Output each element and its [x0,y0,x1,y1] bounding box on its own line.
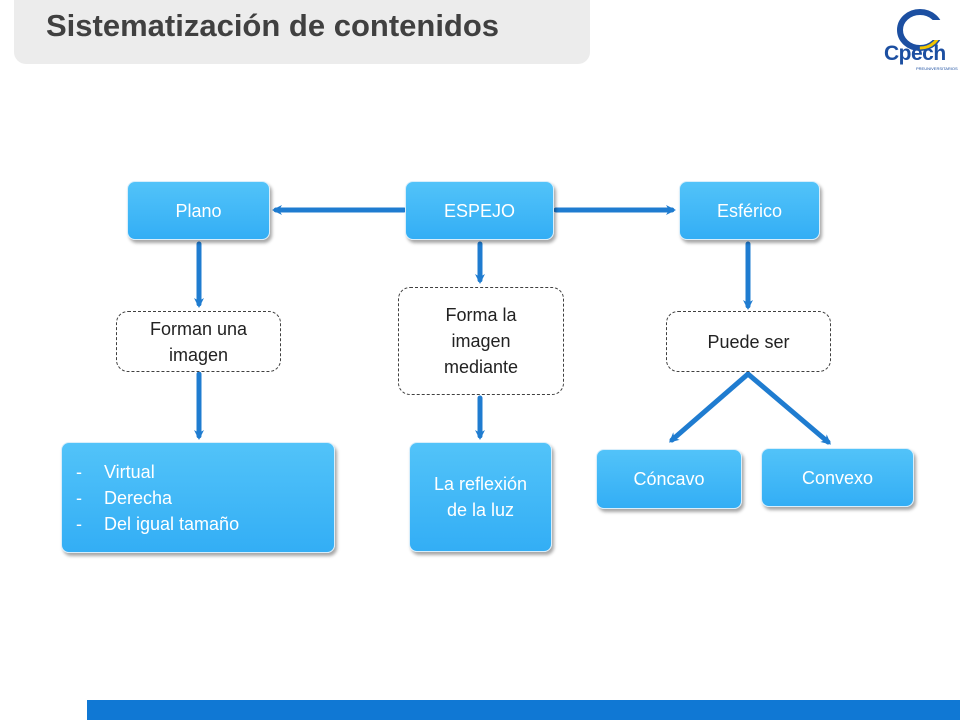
bottom-bar [87,700,960,720]
node-concavo: Cóncavo [596,449,742,509]
connector-forman-imagen: Forman una imagen [116,311,281,372]
connector-puede-ser: Puede ser [666,311,831,372]
plano-properties-list: Virtual Derecha Del igual tamaño [76,459,239,537]
node-reflexion-luz: La reflexión de la luz [409,442,552,552]
node-espejo: ESPEJO [405,181,554,240]
connector-forma-imagen-mediante: Forma la imagen mediante [398,287,564,395]
node-convexo: Convexo [761,448,914,507]
page-title: Sistematización de contenidos [46,8,500,43]
list-item: Virtual [76,459,239,485]
node-esferico: Esférico [679,181,820,240]
node-plano-result: Virtual Derecha Del igual tamaño [61,442,335,553]
cpech-logo: Cpech PREUNIVERSITARIOS [876,4,960,76]
list-item: Del igual tamaño [76,511,239,537]
arrow-puedeser-convexo [745,371,832,445]
logo-mark [897,9,946,51]
logo-wordmark: Cpech [884,42,946,65]
list-item: Derecha [76,485,239,511]
node-plano: Plano [127,181,270,240]
title-bar: Sistematización de contenidos [14,0,590,64]
logo-tagline: PREUNIVERSITARIOS [916,66,958,71]
arrow-puedeser-concavo [668,371,751,443]
